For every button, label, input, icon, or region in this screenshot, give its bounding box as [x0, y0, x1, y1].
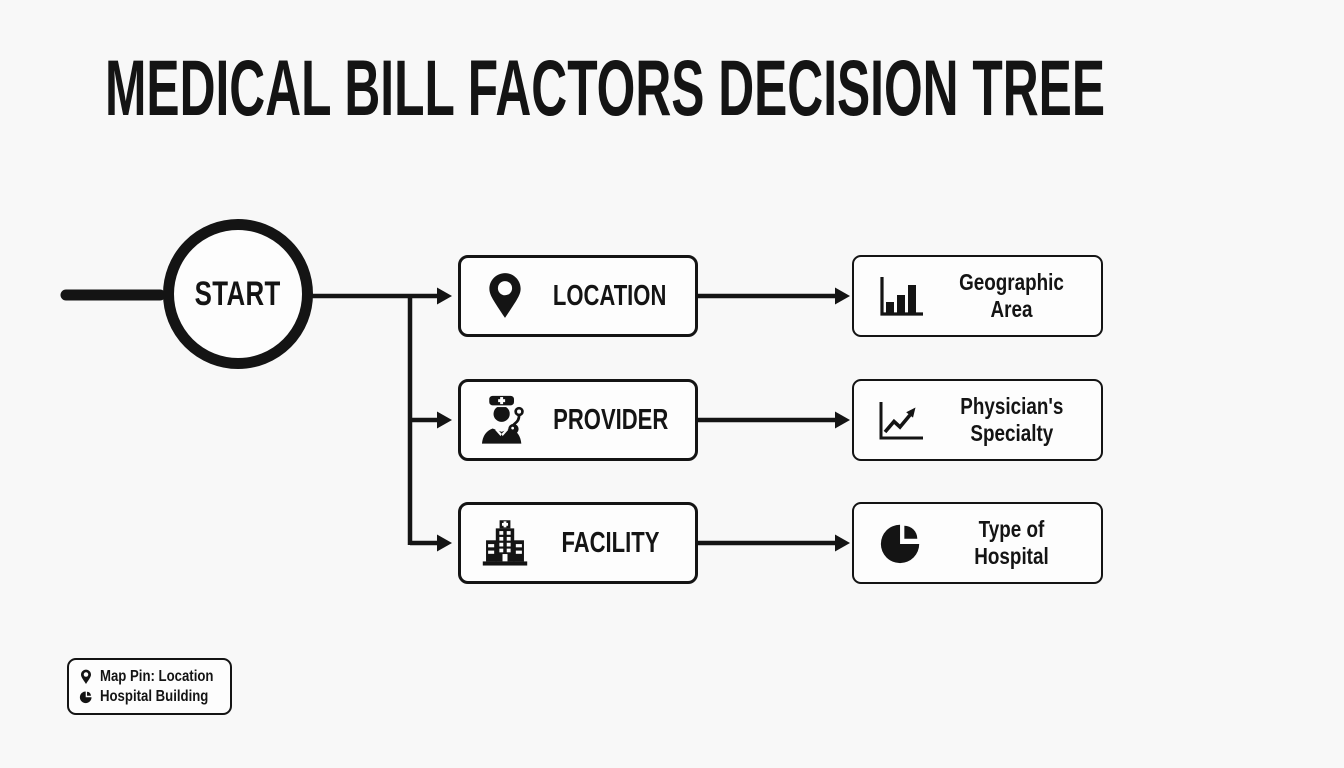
legend: Map Pin: Location Hospital Building	[67, 658, 232, 715]
page-title: MEDICAL BILL FACTORS DECISION TREE	[103, 43, 1133, 136]
legend-item-map-pin: Map Pin: Location	[78, 668, 221, 686]
line-chart-icon	[872, 397, 930, 443]
map-pin-icon	[475, 271, 535, 321]
node-facility-label: FACILITY	[561, 526, 659, 559]
node-type-of-hospital: Type of Hospital	[852, 502, 1103, 584]
start-node: START	[163, 219, 313, 369]
pie-chart-icon	[78, 690, 93, 704]
hospital-building-icon	[475, 516, 535, 570]
start-node-label: START	[194, 274, 282, 313]
map-pin-icon	[78, 669, 93, 685]
node-geographic-area: Geographic Area	[852, 255, 1103, 337]
node-provider-label: PROVIDER	[553, 403, 669, 436]
doctor-icon	[475, 392, 535, 448]
node-location: LOCATION	[458, 255, 698, 337]
pie-chart-icon	[872, 520, 930, 566]
node-physicians-specialty: Physician's Specialty	[852, 379, 1103, 461]
node-facility: FACILITY	[458, 502, 698, 584]
node-type-of-hospital-label: Type of Hospital	[974, 515, 1049, 569]
page-title-text: MEDICAL BILL FACTORS DECISION TREE	[105, 50, 1105, 132]
node-physicians-specialty-label: Physician's Specialty	[959, 392, 1064, 446]
node-provider: PROVIDER	[458, 379, 698, 461]
legend-item-hospital-building: Hospital Building	[78, 688, 221, 706]
legend-item-label: Map Pin: Location	[100, 667, 214, 685]
bar-chart-icon	[872, 273, 930, 319]
node-geographic-area-label: Geographic Area	[959, 268, 1064, 322]
node-location-label: LOCATION	[553, 279, 667, 312]
legend-item-label: Hospital Building	[100, 687, 209, 705]
